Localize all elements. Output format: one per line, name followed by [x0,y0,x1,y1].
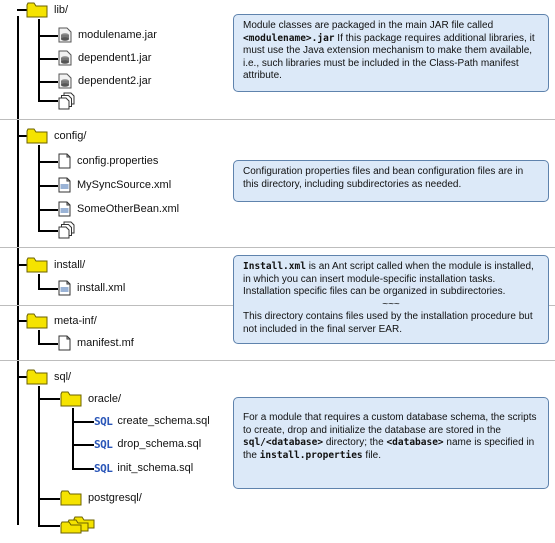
folder-postgresql[interactable]: postgresql/ [60,489,142,507]
branch-line [38,161,58,163]
folder-icon [26,313,48,329]
lib-branch-line [38,19,40,101]
folder-icon [60,391,82,407]
xml-file-icon [58,280,71,296]
branch-line [17,376,27,378]
branch-line [72,421,94,423]
file-drop-schema-sql[interactable]: SQL drop_schema.sql [94,437,202,451]
jar-file-icon [58,50,72,66]
jar-file-icon [58,27,72,43]
branch-line [38,525,60,527]
file-install-xml[interactable]: install.xml [58,279,125,297]
folder-install[interactable]: install/ [26,256,85,274]
lib-description-note: Module classes are packaged in the main … [233,14,549,92]
document-icon [58,153,71,169]
branch-line [38,81,58,83]
folder-icon [26,257,48,273]
lib-more-files [58,92,82,110]
section-divider [0,247,555,248]
branch-line [38,343,58,345]
file-mysyncsource-xml[interactable]: MySyncSource.xml [58,176,171,194]
branch-line [38,185,58,187]
folder-icon [26,369,48,385]
multiple-files-icon [58,221,76,239]
branch-line [72,468,94,470]
file-someotherbean-xml[interactable]: SomeOtherBean.xml [58,200,179,218]
sql-description-note: For a module that requires a custom data… [233,397,549,489]
sql-file-icon: SQL [94,437,113,451]
document-icon [58,335,71,351]
meta-inf-branch-line [38,330,40,344]
branch-line [38,398,60,400]
branch-line [72,444,94,446]
oracle-branch-line [72,408,74,469]
folder-icon [26,128,48,144]
branch-line [38,209,58,211]
branch-line [17,320,27,322]
branch-line [38,58,58,60]
install-branch-line [38,274,40,289]
folder-meta-inf[interactable]: meta-inf/ [26,312,97,330]
tree-trunk-line [17,16,19,525]
branch-line [38,288,58,290]
multiple-files-icon [58,92,76,110]
branch-line [38,230,58,232]
file-dependent2-jar[interactable]: dependent2.jar [58,72,151,90]
folder-icon [60,490,82,506]
install-description-note: Install.xml is an Ant script called when… [233,255,549,344]
section-divider [0,119,555,120]
multiple-folders-icon [60,516,96,534]
file-dependent1-jar[interactable]: dependent1.jar [58,49,151,67]
branch-line [38,100,58,102]
folder-icon [26,2,48,18]
file-create-schema-sql[interactable]: SQL create_schema.sql [94,414,210,428]
folder-oracle[interactable]: oracle/ [60,390,121,408]
section-divider [0,360,555,361]
sql-file-icon: SQL [94,414,113,428]
folder-config[interactable]: config/ [26,127,86,145]
config-more-files [58,221,82,239]
xml-file-icon [58,177,71,193]
file-config-properties[interactable]: config.properties [58,152,158,170]
file-manifest-mf[interactable]: manifest.mf [58,334,134,352]
file-init-schema-sql[interactable]: SQL init_schema.sql [94,461,194,475]
config-description-note: Configuration properties files and bean … [233,160,549,202]
folder-lib[interactable]: lib/ [26,1,68,19]
branch-line [17,9,27,11]
sql-more-folders [60,516,102,534]
branch-line [17,135,27,137]
jar-file-icon [58,73,72,89]
xml-file-icon [58,201,71,217]
branch-line [38,498,60,500]
file-modulename-jar[interactable]: modulename.jar [58,26,157,44]
folder-sql[interactable]: sql/ [26,368,71,386]
sql-file-icon: SQL [94,461,113,475]
branch-line [38,35,58,37]
sql-branch-line [38,386,40,526]
config-branch-line [38,145,40,231]
branch-line [17,264,27,266]
